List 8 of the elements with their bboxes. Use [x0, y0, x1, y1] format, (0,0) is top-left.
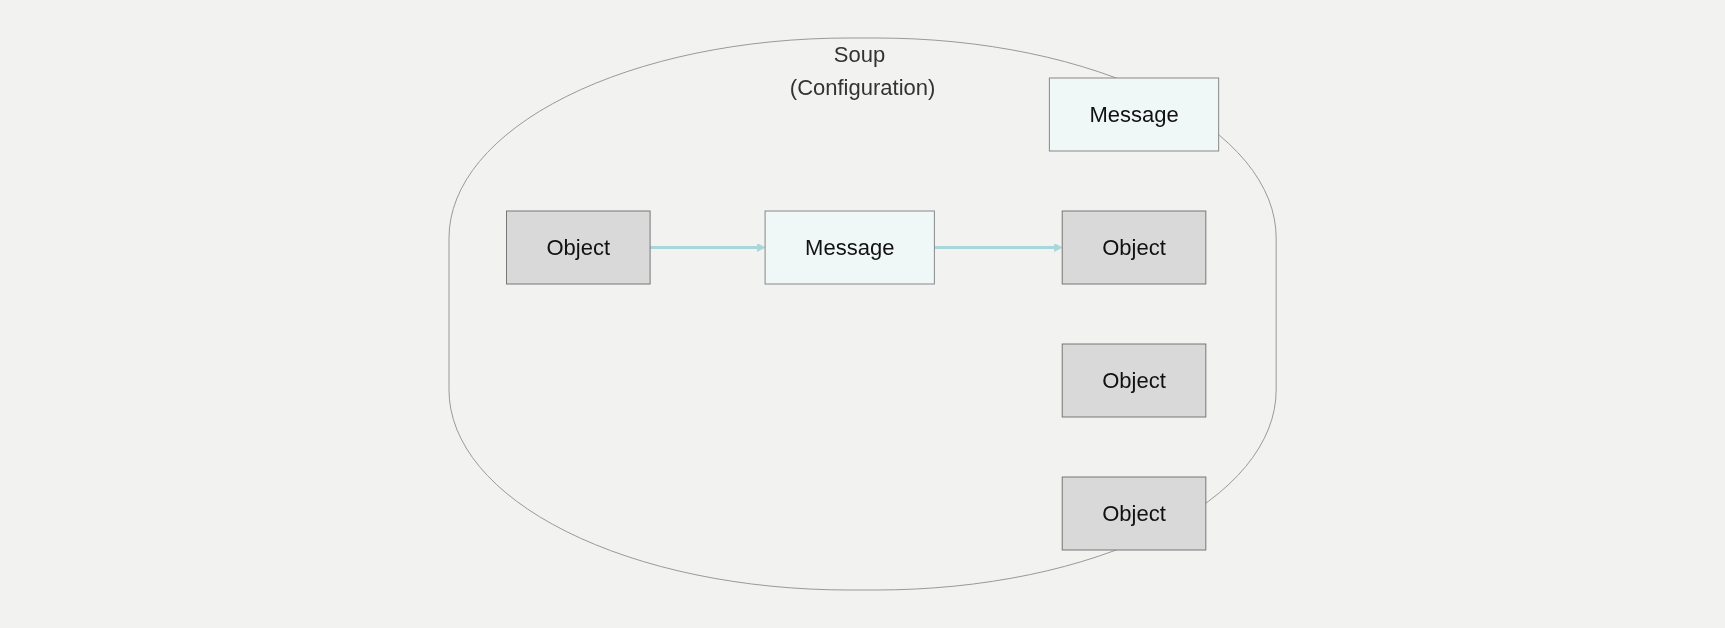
node-box: Object — [1061, 210, 1207, 285]
node-box: Message — [1048, 77, 1220, 152]
arrow — [650, 243, 766, 252]
node-box: Object — [1061, 343, 1207, 418]
node-box: Message — [764, 210, 935, 285]
arrow — [934, 243, 1063, 252]
node-box: Object — [505, 210, 651, 285]
node-box: Object — [1061, 476, 1207, 551]
